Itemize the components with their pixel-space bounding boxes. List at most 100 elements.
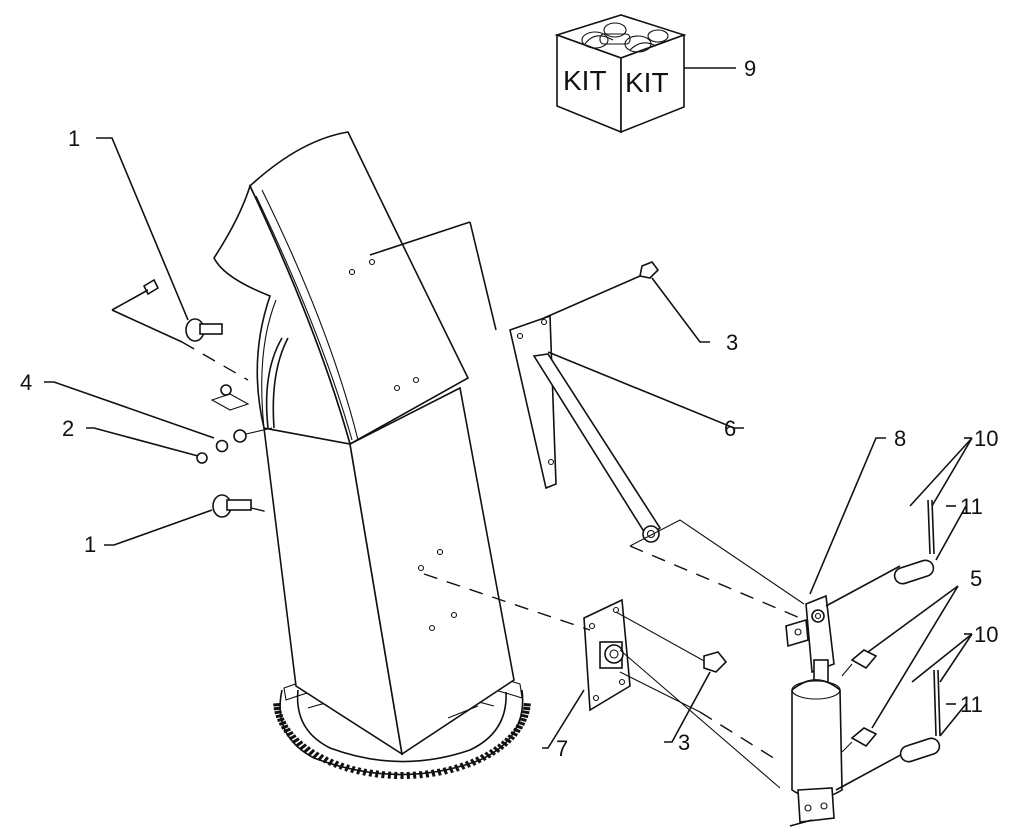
ring-tooth <box>274 710 282 715</box>
cylinder-barrel <box>791 679 843 799</box>
fitting-5-lower <box>850 727 878 748</box>
pin-11-upper <box>893 559 935 585</box>
ring-tooth <box>308 748 316 756</box>
callout-10-upper: 10 <box>974 426 998 451</box>
ring-tooth <box>327 758 335 766</box>
ring-tooth <box>317 753 325 762</box>
callout-9: 9 <box>744 56 756 81</box>
ring-tooth <box>519 717 527 723</box>
ring-tooth <box>356 767 362 775</box>
ring-tooth <box>436 768 442 776</box>
bolt-1-upper-shank <box>199 323 223 335</box>
ring-tooth <box>350 765 356 774</box>
hydraulic-cylinder <box>785 565 959 827</box>
ring-tooth <box>303 746 311 754</box>
ring-tooth <box>312 751 320 759</box>
ring-tooth <box>430 769 436 777</box>
callout-5: 5 <box>970 566 982 591</box>
ring-tooth <box>515 724 524 730</box>
ring-tooth <box>280 724 289 730</box>
ring-tooth <box>295 740 304 747</box>
ring-tooth <box>277 717 285 723</box>
kit-label-right: KIT <box>625 67 669 98</box>
ring-tooth <box>469 758 477 766</box>
callout-3-upper: 3 <box>726 330 738 355</box>
chute <box>213 131 531 779</box>
cylinder-clevis-bottom <box>797 787 835 823</box>
ring-tooth <box>344 764 351 772</box>
callout-7: 7 <box>556 736 568 761</box>
kit-box-right-face <box>620 33 685 134</box>
ring-tooth <box>442 767 448 775</box>
callout-8: 8 <box>894 426 906 451</box>
callout-labels: 1 1 2 3 3 4 5 6 7 8 9 10 10 11 11 <box>20 56 998 761</box>
ring-tooth <box>273 703 281 707</box>
callout-11-upper: 11 <box>960 494 983 519</box>
ring-tooth <box>520 713 529 719</box>
ring-tooth <box>493 746 501 754</box>
nut-3-upper <box>639 261 660 279</box>
deflector-slot <box>265 337 283 429</box>
ring-tooth <box>453 764 460 772</box>
ring-tooth <box>513 727 521 734</box>
nut-3-lower <box>703 651 728 673</box>
ring-tooth <box>504 737 512 744</box>
ring-tooth <box>522 710 530 715</box>
nut-2 <box>196 452 208 464</box>
ring-tooth <box>299 743 308 750</box>
lock-washer-4 <box>215 439 229 453</box>
callout-3-lower: 3 <box>678 730 690 755</box>
ring-tooth <box>464 760 471 768</box>
washer-4 <box>233 429 247 443</box>
ring-tooth <box>275 713 284 719</box>
ring-tooth <box>368 769 374 777</box>
pin-11-lower <box>899 737 941 763</box>
kit-box: KIT KIT <box>554 14 736 134</box>
kit-label-left: KIT <box>563 65 607 96</box>
callout-4: 4 <box>20 370 32 395</box>
ring-tooth <box>333 760 340 768</box>
ring-tooth <box>273 706 281 711</box>
callout-1-upper: 1 <box>68 126 80 151</box>
fitting-5-upper <box>850 649 878 670</box>
ring-tooth <box>322 756 329 764</box>
leader-lines <box>44 137 972 749</box>
ring-tooth <box>283 727 291 734</box>
chute-hood-left-face <box>213 183 352 446</box>
ring-tooth <box>412 771 417 779</box>
callout-11-lower: 11 <box>960 692 983 717</box>
callout-10-lower: 10 <box>974 622 998 647</box>
ring-teeth <box>273 703 531 779</box>
ring-tooth <box>292 737 300 744</box>
ring-tooth <box>387 771 392 779</box>
deflector-bracket-6 <box>369 221 805 619</box>
bolt-1-lower-shank <box>226 499 252 511</box>
callout-1-lower: 1 <box>84 532 96 557</box>
ring-tooth <box>475 756 482 764</box>
ring-tooth <box>459 762 466 770</box>
ring-tooth <box>381 770 386 779</box>
ring-tooth <box>448 765 454 774</box>
bracket-plate <box>509 314 557 490</box>
hardware-left <box>111 278 273 518</box>
bracket-arm <box>532 353 662 540</box>
ring-tooth <box>418 770 423 779</box>
ring-tooth <box>500 740 509 747</box>
chute-lower-right-face <box>349 386 515 756</box>
ring-tooth <box>507 734 516 741</box>
ring-tooth <box>424 770 430 778</box>
clip-10-upper <box>927 499 931 555</box>
ring-tooth <box>488 748 496 756</box>
ring-tooth <box>484 751 492 759</box>
pins-and-clips <box>893 437 973 763</box>
ring-tooth <box>288 734 297 741</box>
ring-tooth <box>496 743 505 750</box>
ring-tooth <box>479 753 487 762</box>
ring-tooth <box>362 768 368 776</box>
ring-tooth <box>338 762 345 770</box>
clip-10-lower <box>933 669 937 737</box>
callout-2: 2 <box>62 416 74 441</box>
ring-tooth <box>517 720 526 726</box>
